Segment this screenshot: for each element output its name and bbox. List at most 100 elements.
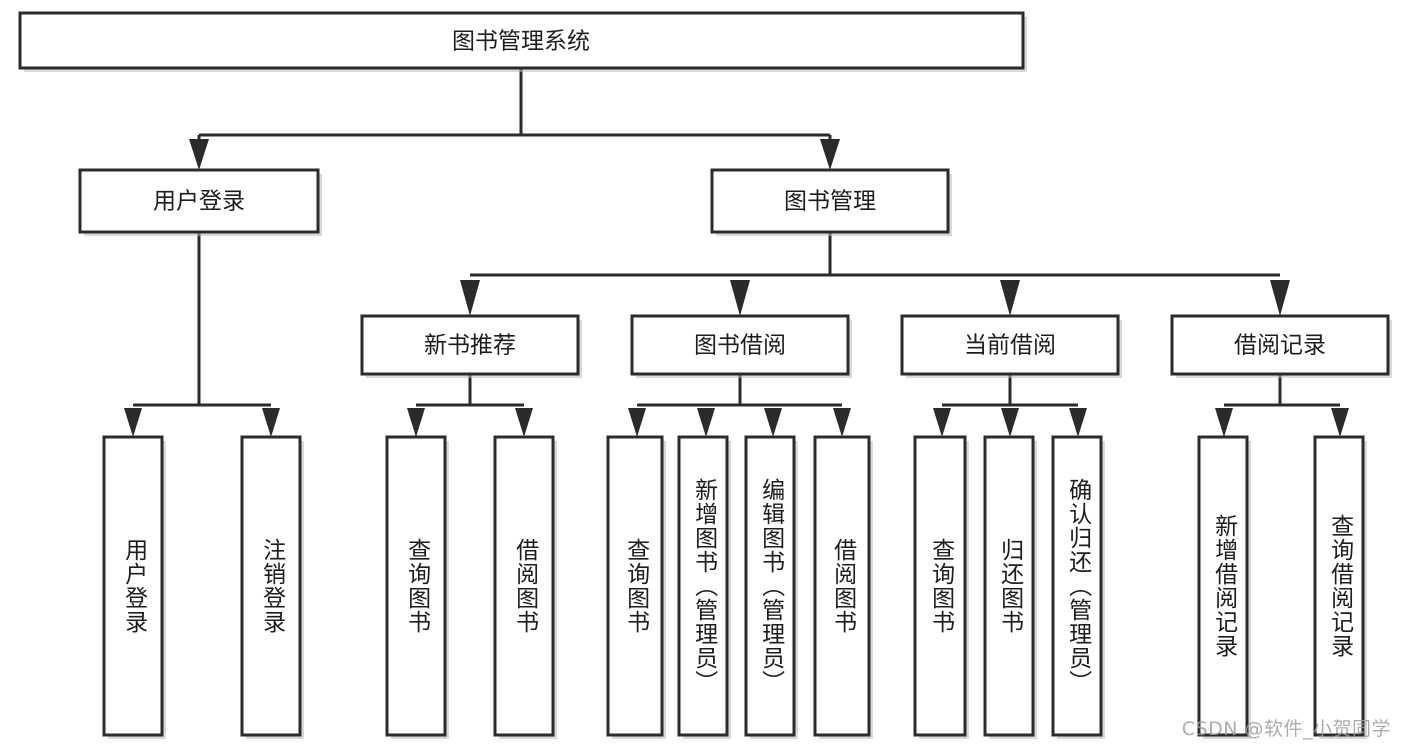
leaf-label: 查询图书 (622, 538, 649, 634)
arrow-head-leaf-book-borrow-3 (833, 408, 851, 437)
node-current-borrow[interactable]: 当前借阅 (900, 314, 1122, 378)
node-user-login-label: 用户登录 (153, 189, 245, 215)
leaf-label-wrap: 注销登录 (258, 538, 285, 634)
leaf-label-wrap: 新增图书（管理员） (690, 478, 717, 694)
arrow-head-leaf-new-book-rec-0 (407, 408, 425, 437)
node-new-book-rec-box[interactable] (360, 314, 580, 376)
node-borrow-record-label: 借阅记录 (1234, 333, 1326, 359)
leaf-label-wrap: 归还图书 (997, 538, 1023, 634)
node-book-manage[interactable]: 图书管理 (710, 168, 952, 236)
leaf-label-wrap: 确认归还（管理员） (1064, 478, 1091, 694)
leaf-label-wrap: 新增借阅记录 (1210, 514, 1237, 658)
connector-new-book-rec-to-leaves (407, 374, 533, 437)
leaf-label: 新增借阅记录 (1210, 514, 1237, 658)
leaf-label-wrap: 编辑图书（管理员） (757, 478, 784, 694)
leaf-label: 借阅图书 (829, 538, 856, 634)
node-current-borrow-label: 当前借阅 (964, 333, 1056, 359)
arrow-head-leaf-borrow-record-1 (1331, 408, 1349, 437)
leaf-current-borrow-0[interactable]: 查询图书 (913, 435, 969, 739)
arrow-head-book-manage (820, 139, 840, 170)
node-book-manage-label: 图书管理 (784, 189, 876, 215)
node-borrow-record[interactable]: 借阅记录 (1170, 314, 1392, 378)
leaf-book-borrow-2[interactable]: 编辑图书（管理员） (744, 435, 798, 739)
arrow-head-current-borrow (1000, 280, 1020, 316)
node-root-label: 图书管理系统 (452, 29, 590, 55)
connector-user-login-to-leaves (124, 232, 280, 437)
connector-current-borrow-to-leaves (933, 374, 1087, 437)
leaf-label-wrap: 用户登录 (120, 538, 147, 634)
node-book-manage-box[interactable] (710, 168, 950, 234)
leaf-label: 注销登录 (258, 538, 285, 634)
leaf-book-borrow-1[interactable]: 新增图书（管理员） (677, 435, 731, 739)
node-new-book-rec[interactable]: 新书推荐 (360, 314, 582, 378)
arrow-head-leaf-new-book-rec-1 (515, 408, 533, 437)
leaf-borrow-record-0[interactable]: 新增借阅记录 (1197, 435, 1251, 739)
arrow-head-leaf-book-borrow-1 (697, 408, 715, 437)
leaf-label-wrap: 查询图书 (927, 538, 954, 634)
node-current-borrow-box[interactable] (900, 314, 1120, 376)
connector-borrow-record-to-leaves (1215, 374, 1349, 437)
leaf-box[interactable] (983, 435, 1035, 737)
node-root-box[interactable] (18, 11, 1025, 70)
node-book-borrow[interactable]: 图书借阅 (630, 314, 852, 378)
leaf-user-login-1[interactable]: 注销登录 (240, 435, 304, 739)
arrow-head-leaf-borrow-record-0 (1215, 408, 1233, 437)
arrow-head-book-borrow (730, 280, 750, 316)
leaf-label: 查询借阅记录 (1326, 514, 1353, 658)
node-new-book-rec-label: 新书推荐 (424, 333, 516, 359)
leaf-box[interactable] (744, 435, 796, 737)
node-root[interactable]: 图书管理系统 (18, 11, 1027, 72)
leaf-label-wrap: 查询借阅记录 (1326, 514, 1353, 658)
leaf-user-login-0[interactable]: 用户登录 (102, 435, 166, 739)
leaf-new-book-rec-1[interactable]: 借阅图书 (493, 435, 557, 739)
leaf-label: 查询图书 (927, 538, 954, 634)
arrow-head-leaf-current-borrow-1 (1001, 408, 1019, 437)
leaf-box[interactable] (813, 435, 871, 737)
leaf-box[interactable] (1051, 435, 1103, 737)
leaf-label: 确认归还（管理员） (1064, 478, 1091, 694)
connector-book-borrow-to-leaves (628, 374, 851, 437)
leaf-label-wrap: 借阅图书 (511, 538, 538, 634)
leaf-label: 借阅图书 (511, 538, 538, 634)
leaf-book-borrow-3[interactable]: 借阅图书 (813, 435, 873, 739)
leaf-box[interactable] (1313, 435, 1365, 737)
leaf-box[interactable] (240, 435, 302, 737)
leaf-box[interactable] (913, 435, 967, 737)
arrow-head-leaf-user-login-1 (262, 408, 280, 437)
connector-root-to-level2 (189, 68, 840, 170)
leaf-label: 编辑图书（管理员） (757, 478, 784, 694)
leaf-current-borrow-1[interactable]: 归还图书 (983, 435, 1037, 739)
arrow-head-new-book-rec (460, 280, 480, 316)
arrow-head-leaf-book-borrow-0 (628, 408, 646, 437)
arrow-head-borrow-record (1270, 280, 1290, 316)
leaf-box[interactable] (1197, 435, 1249, 737)
leaf-book-borrow-0[interactable]: 查询图书 (606, 435, 666, 739)
leaf-new-book-rec-0[interactable]: 查询图书 (385, 435, 449, 739)
arrow-head-leaf-user-login-0 (124, 408, 142, 437)
leaf-label: 用户登录 (120, 538, 147, 634)
leaf-box[interactable] (493, 435, 555, 737)
arrow-head-user-login (189, 139, 209, 170)
leaf-label-wrap: 借阅图书 (829, 538, 856, 634)
leaf-label-wrap: 查询图书 (403, 538, 430, 634)
leaf-label: 查询图书 (403, 538, 430, 634)
leaf-box[interactable] (606, 435, 664, 737)
leaf-box[interactable] (385, 435, 447, 737)
leaf-box[interactable] (102, 435, 164, 737)
arrow-head-leaf-current-borrow-2 (1069, 408, 1087, 437)
leaf-box[interactable] (677, 435, 729, 737)
arrow-head-leaf-current-borrow-0 (933, 408, 951, 437)
node-book-borrow-box[interactable] (630, 314, 850, 376)
leaf-borrow-record-1[interactable]: 查询借阅记录 (1313, 435, 1367, 739)
node-user-login[interactable]: 用户登录 (78, 168, 322, 236)
connector-book-manage-to-level3 (460, 232, 1290, 316)
leaf-label-wrap: 查询图书 (622, 538, 649, 634)
node-borrow-record-box[interactable] (1170, 314, 1390, 376)
leaf-current-borrow-2[interactable]: 确认归还（管理员） (1051, 435, 1105, 739)
node-book-borrow-label: 图书借阅 (694, 333, 786, 359)
node-user-login-box[interactable] (78, 168, 320, 234)
arrow-head-leaf-book-borrow-2 (764, 408, 782, 437)
leaf-label: 新增图书（管理员） (690, 478, 717, 694)
